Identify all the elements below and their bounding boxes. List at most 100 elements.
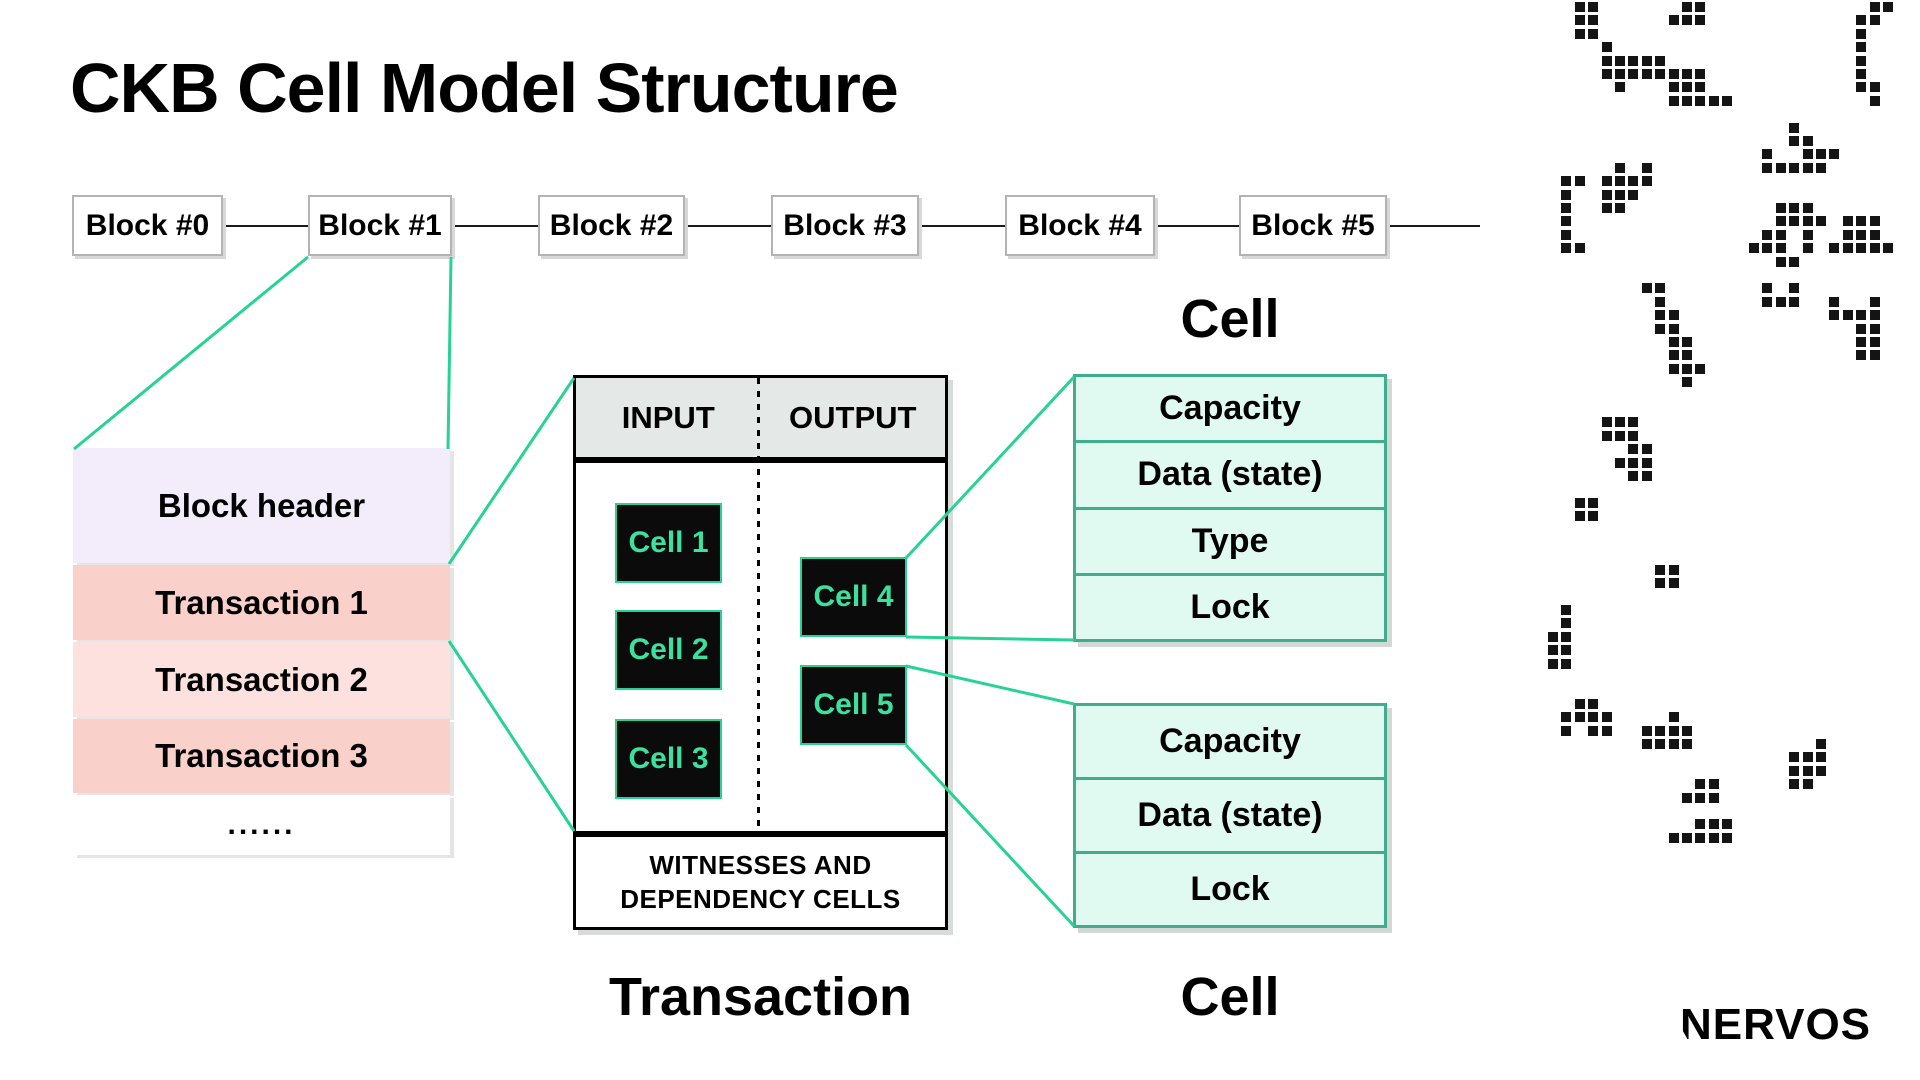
transaction-3-label: Transaction 3 [155, 737, 368, 774]
pixel-square [1856, 350, 1867, 361]
pixel-square [1668, 310, 1679, 321]
pixel-square [1668, 739, 1679, 749]
pixel-square [1869, 15, 1880, 26]
pixel-square [1668, 15, 1679, 26]
pixel-square [1668, 725, 1679, 736]
pixel-square [1655, 55, 1666, 66]
pixel-square [1869, 229, 1880, 240]
output-cell-4: Cell 4 [800, 557, 907, 637]
pixel-square [1856, 310, 1867, 321]
pixel-square [1802, 149, 1813, 160]
pixel-square [1561, 189, 1572, 200]
pixel-square [1561, 216, 1572, 227]
pixel-square [1574, 2, 1585, 12]
pixel-square [1641, 55, 1652, 66]
pixel-square [1695, 69, 1706, 79]
pixel-square [1561, 631, 1572, 642]
page-title: CKB Cell Model Structure [70, 49, 899, 127]
pixel-square [1802, 779, 1813, 790]
pixel-square [1682, 363, 1692, 374]
pixel-square [1842, 243, 1853, 254]
pixel-square [1588, 15, 1599, 26]
pixel-square [1628, 55, 1639, 66]
transaction-caption: Transaction [608, 967, 913, 1027]
nervos-logo: NERVOS [1680, 1000, 1871, 1050]
block-3-label: Block #3 [783, 208, 907, 242]
pixel-square [1628, 430, 1639, 441]
pixel-square [1695, 95, 1706, 106]
cell-field-data: Data (state) [1076, 440, 1384, 506]
cell-field-type: Type [1076, 506, 1384, 573]
block-0-label: Block #0 [85, 208, 210, 242]
pixel-square [1695, 363, 1706, 374]
transaction-1-label: Transaction 1 [155, 583, 368, 621]
transaction-1-row: Transaction 1 [73, 565, 450, 640]
pixel-square [1601, 417, 1612, 428]
transaction-box: INPUT OUTPUT Cell 1 Cell 2 Cell 3 Cell 4… [573, 375, 948, 930]
connector-tx1-to-txbox-bottom [447, 640, 576, 832]
block-0: Block #0 [72, 195, 223, 256]
transaction-2-row: Transaction 2 [73, 642, 450, 717]
pixel-square [1641, 471, 1652, 481]
pixel-square [1615, 55, 1625, 66]
pixel-square [1628, 189, 1639, 200]
pixel-square [1775, 243, 1786, 254]
pixel-square [1775, 256, 1786, 267]
pixel-square [1628, 69, 1639, 79]
pixel-square [1574, 176, 1585, 187]
pixel-square [1856, 243, 1867, 254]
pixel-square [1682, 350, 1692, 361]
pixel-square [1883, 2, 1893, 12]
pixel-square [1722, 819, 1733, 830]
block-5-label: Block #5 [1251, 208, 1375, 242]
pixel-square [1668, 337, 1679, 347]
pixel-square [1802, 765, 1813, 776]
ellipsis-label: ...... [227, 808, 296, 841]
pixel-square [1561, 176, 1572, 187]
pixel-square [1682, 69, 1692, 79]
pixel-square [1561, 658, 1572, 669]
pixel-square [1668, 323, 1679, 334]
pixel-square [1775, 162, 1786, 173]
pixel-square [1816, 739, 1826, 749]
pixel-square [1856, 82, 1867, 93]
pixel-square [1775, 216, 1786, 227]
pixel-square [1816, 162, 1826, 173]
pixel-square [1615, 203, 1625, 213]
pixel-square [1641, 739, 1652, 749]
pixel-square [1856, 337, 1867, 347]
pixel-square [1682, 832, 1692, 843]
pixel-square [1682, 95, 1692, 106]
transaction-2-label: Transaction 2 [155, 660, 368, 698]
block-header-label: Block header [157, 486, 366, 524]
witnesses-line-2: DEPENDENCY CELLS [620, 884, 901, 914]
pixel-square [1561, 712, 1572, 723]
pixel-square [1574, 698, 1585, 709]
pixel-square [1802, 216, 1813, 227]
pixel-square [1615, 430, 1625, 441]
pixel-square [1668, 712, 1679, 723]
pixel-square [1762, 296, 1773, 307]
pixel-square [1561, 605, 1572, 615]
pixel-square [1856, 42, 1867, 53]
pixel-square [1869, 350, 1880, 361]
connector-block1-to-stack-left [73, 255, 309, 451]
pixel-square [1561, 243, 1572, 254]
pixel-square [1829, 243, 1840, 254]
pixel-square [1641, 444, 1652, 455]
connector-block1-to-stack-right [446, 256, 453, 450]
pixel-square [1816, 765, 1826, 776]
pixel-square [1588, 698, 1599, 709]
pixel-square [1789, 162, 1800, 173]
block-5: Block #5 [1239, 195, 1387, 256]
pixel-square [1762, 229, 1773, 240]
pixel-square [1695, 819, 1706, 830]
pixel-square [1628, 457, 1639, 468]
pixel-square [1601, 203, 1612, 213]
block-4-label: Block #4 [1018, 208, 1142, 242]
pixel-square [1615, 457, 1625, 468]
pixel-square [1682, 725, 1692, 736]
pixel-square [1869, 323, 1880, 334]
cell-top-title: Cell [1180, 289, 1280, 349]
